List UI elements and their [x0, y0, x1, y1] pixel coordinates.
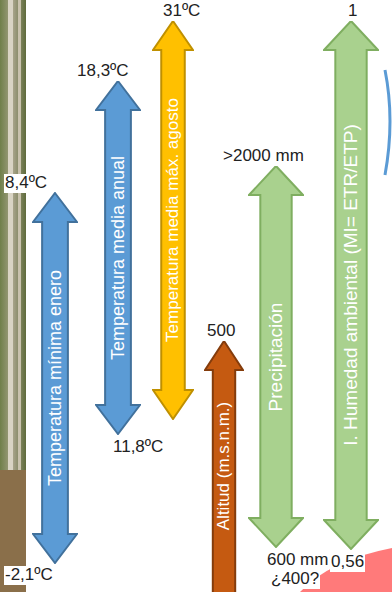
range-arrow: Precipitación [248, 165, 304, 548]
range-arrow: Altitud (m.s.n.m.) [204, 340, 244, 592]
value-label: -2,1ºC [4, 566, 54, 585]
arrow-label: Altitud (m.s.n.m.) [214, 402, 234, 530]
value-label: 8,4ºC [4, 174, 48, 193]
arrow-label: Temperatura mínima enero [45, 270, 66, 486]
value-label: 31ºC [162, 2, 201, 21]
arrow-label: Temperatura media anual [108, 155, 129, 359]
arrow-label: Temperatura media máx. agosto [163, 98, 183, 342]
range-arrow: Temperatura mínima enero [32, 192, 78, 564]
value-label: ¿400? [270, 570, 320, 589]
range-arrow: Temperatura media anual [95, 80, 141, 435]
range-arrow: Temperatura media máx. agosto [152, 20, 194, 420]
value-label: 500 [206, 322, 236, 341]
value-label: >2000 mm [222, 147, 305, 166]
arrow-label: Precipitación [265, 302, 287, 411]
value-label: 0,56 [330, 553, 365, 572]
value-label: 1 [347, 2, 358, 21]
value-label: 11,8ºC [112, 438, 164, 457]
value-label: 600 mm [266, 551, 329, 570]
value-label: 18,3ºC [76, 62, 130, 81]
arrow-label: I. Humedad ambiental (MI= ETR/ETP) [340, 124, 362, 446]
range-arrow: I. Humedad ambiental (MI= ETR/ETP) [323, 20, 379, 550]
